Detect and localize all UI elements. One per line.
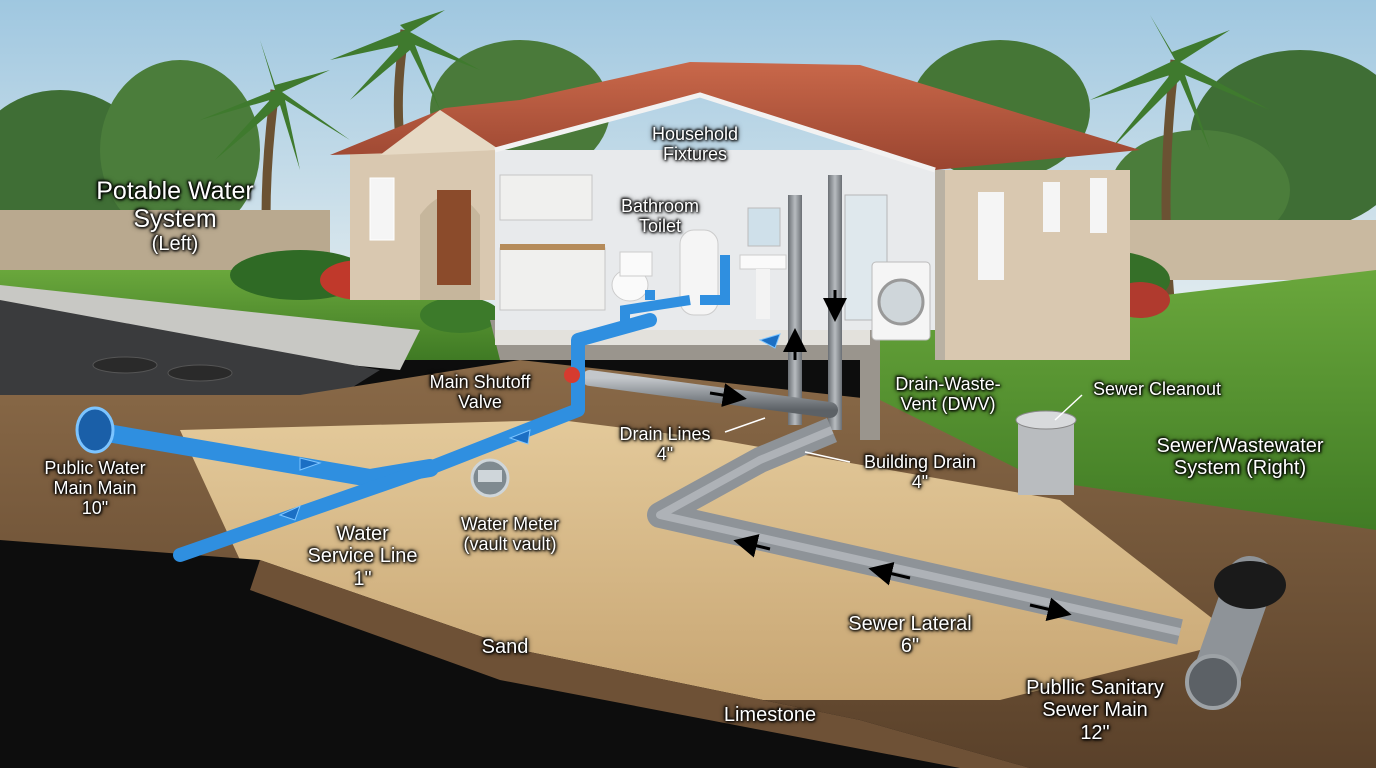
label-water-meter: Water Meter (vault vault) bbox=[460, 514, 560, 555]
sewer-lateral-highlight bbox=[656, 426, 1181, 636]
front-door bbox=[437, 190, 471, 285]
cleanout-cap bbox=[1015, 410, 1077, 430]
bathroom-mirror bbox=[747, 207, 781, 247]
washer-door bbox=[877, 278, 925, 326]
palm-fronds bbox=[200, 10, 1270, 170]
sink-pedestal bbox=[756, 269, 770, 319]
label-public-water-main: Public Water Main Main 10" bbox=[44, 458, 146, 519]
countertop bbox=[500, 244, 605, 250]
label-sand: Sand bbox=[481, 636, 529, 658]
side-window-3 bbox=[1090, 178, 1107, 233]
foundation-slab bbox=[490, 320, 880, 440]
label-sewer-wastewater-system: Sewer/Wastewater System (Right) bbox=[1156, 435, 1324, 480]
meter-dial bbox=[478, 470, 502, 482]
sewer-cleanout bbox=[1018, 420, 1074, 495]
floor-slab bbox=[495, 330, 870, 345]
tile-roof bbox=[330, 62, 1140, 170]
right-fence bbox=[1130, 220, 1376, 280]
side-window-1 bbox=[978, 192, 1004, 280]
wall-cut-edge bbox=[935, 170, 945, 360]
sidewalk bbox=[0, 285, 420, 370]
label-sewer-lateral: Sewer Lateral 6" bbox=[848, 613, 972, 658]
sewer-main-opening bbox=[1185, 654, 1241, 710]
drain-arrows bbox=[709, 290, 1072, 621]
label-household-fixtures: Household Fixtures bbox=[651, 124, 739, 165]
label-sewer-cleanout: Sewer Cleanout bbox=[1092, 379, 1222, 399]
label-main-shutoff-valve: Main Shutoff Valve bbox=[429, 372, 531, 413]
gable-front bbox=[380, 110, 500, 155]
roof-trim bbox=[494, 92, 936, 173]
label-potable-water-system: Potable Water System (Left) bbox=[96, 177, 254, 255]
label-water-service-line: Water Service Line 1" bbox=[307, 523, 418, 590]
label-building-drain: Building Drain 4" bbox=[863, 452, 977, 493]
limestone-edge bbox=[250, 560, 1030, 768]
manhole-cover-1 bbox=[92, 356, 158, 374]
bathroom-sink bbox=[739, 254, 787, 270]
front-window bbox=[369, 177, 395, 241]
main-shutoff-valve bbox=[564, 367, 580, 383]
water-main-end bbox=[75, 406, 115, 454]
street bbox=[0, 300, 380, 420]
toilet-tank bbox=[619, 251, 653, 277]
water-heater bbox=[679, 229, 719, 316]
label-drain-lines: Drain Lines 4" bbox=[619, 424, 711, 465]
label-bathroom-toilet: Bathroom Toilet bbox=[620, 196, 700, 237]
label-public-sanitary-sewer-main: Publlic Sanitary Sewer Main 12" bbox=[1026, 677, 1164, 744]
sewer-main-tunnel bbox=[1214, 561, 1286, 609]
dwv-stack-1 bbox=[788, 195, 802, 425]
label-limestone: Limestone bbox=[723, 704, 817, 726]
water-service-line bbox=[173, 313, 657, 562]
side-window-2 bbox=[1043, 182, 1060, 232]
fixture-supply-1 bbox=[620, 295, 691, 330]
fixture-supply-3 bbox=[700, 255, 730, 305]
flow-arrows bbox=[278, 333, 781, 521]
upper-cabinets bbox=[499, 174, 593, 221]
manhole-cover-2 bbox=[167, 364, 233, 382]
lower-cabinets bbox=[499, 247, 606, 311]
label-leader-lines bbox=[724, 394, 1083, 463]
label-drain-waste-vent: Drain-Waste- Vent (DWV) bbox=[895, 374, 1001, 415]
